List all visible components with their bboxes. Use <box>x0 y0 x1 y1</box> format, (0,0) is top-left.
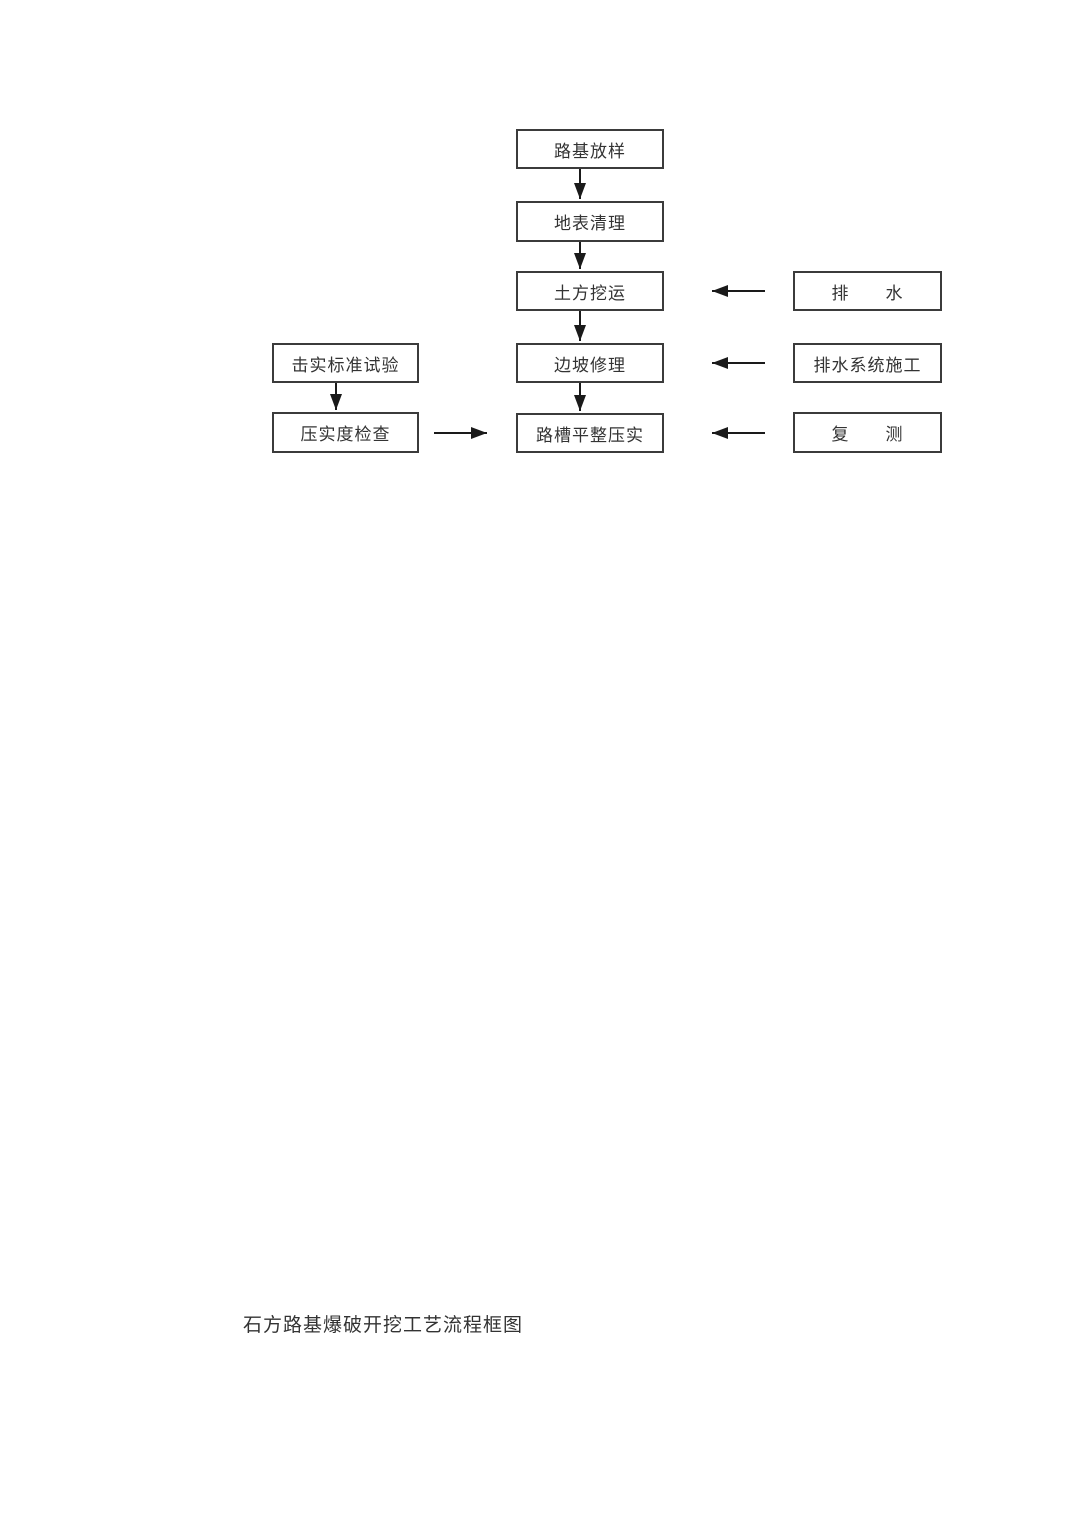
node-resurvey: 复 测 <box>793 412 942 453</box>
node-drainage: 排 水 <box>793 271 942 311</box>
node-earth-excavation: 土方挖运 <box>516 271 664 311</box>
figure-caption: 石方路基爆破开挖工艺流程框图 <box>243 1315 524 1336</box>
node-compaction-standard-test: 击实标准试验 <box>272 343 419 383</box>
node-roadbed-leveling-compaction: 路槽平整压实 <box>516 413 664 453</box>
node-compaction-check: 压实度检查 <box>272 412 419 453</box>
node-drainage-system-construction: 排水系统施工 <box>793 343 942 383</box>
node-subgrade-layout: 路基放样 <box>516 129 664 169</box>
node-surface-clearing: 地表清理 <box>516 201 664 242</box>
node-slope-repair: 边坡修理 <box>516 343 664 383</box>
